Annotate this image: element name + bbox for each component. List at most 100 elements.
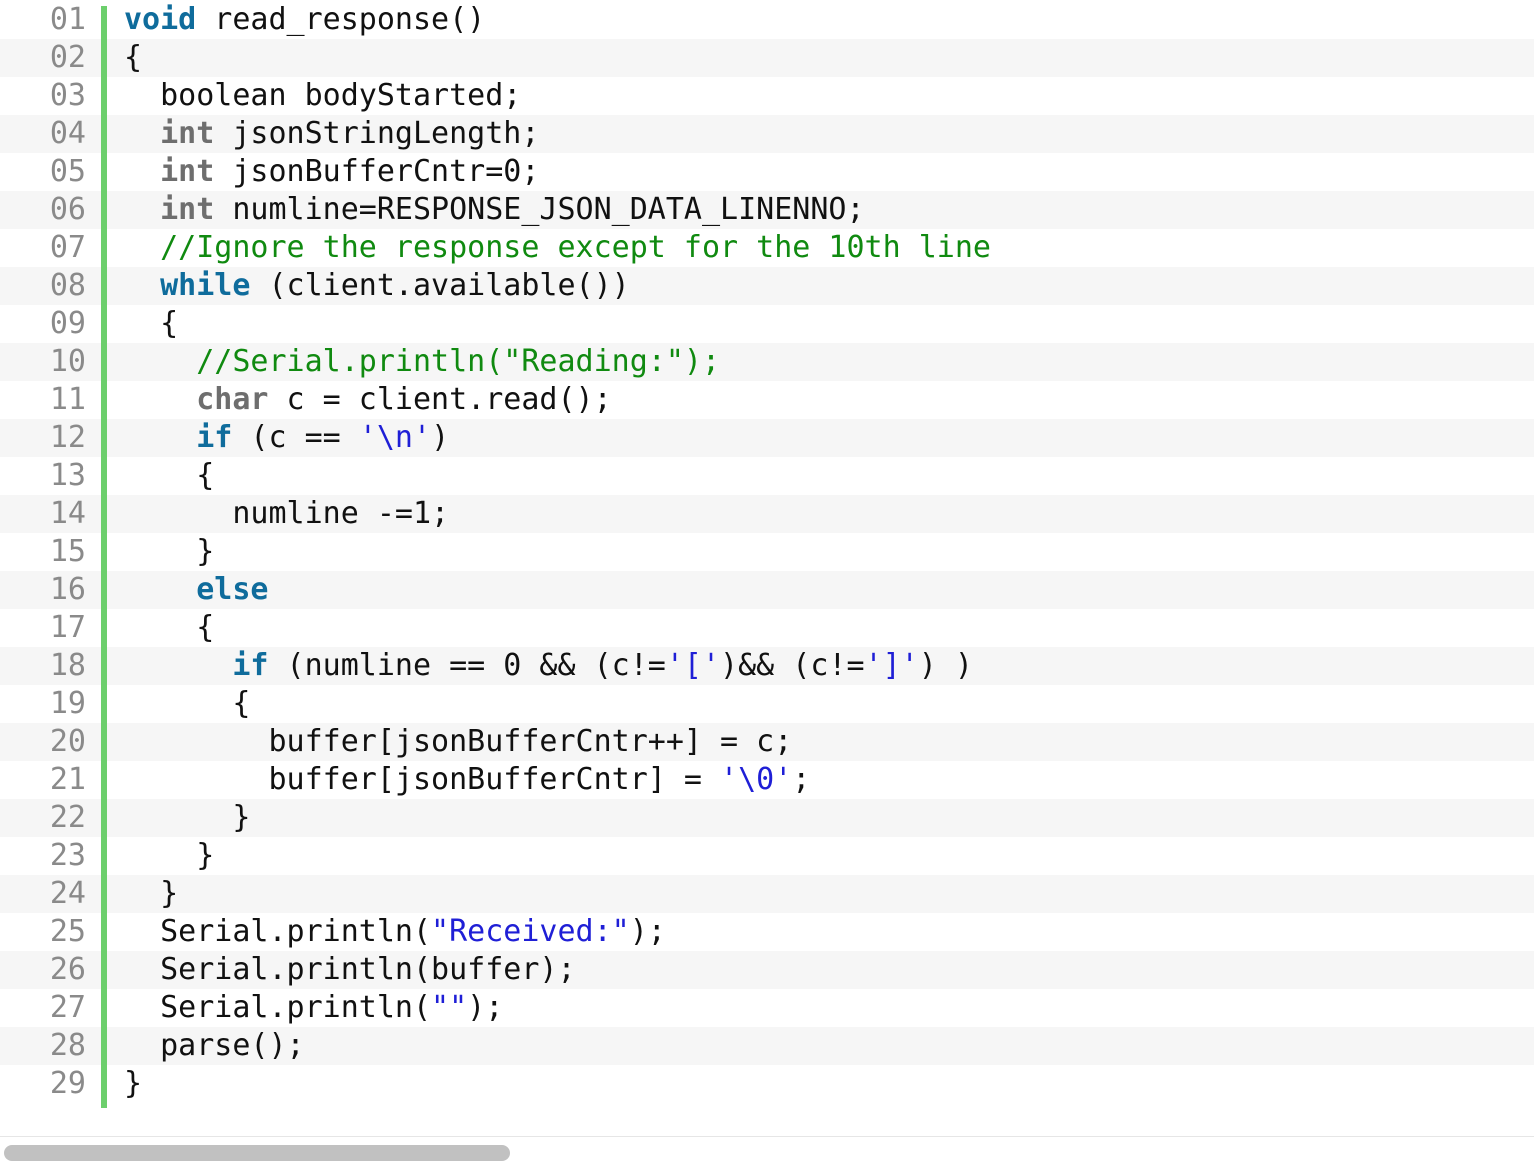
code-line: 18 if (numline == 0 && (c!='[')&& (c!=']…	[0, 647, 1534, 685]
line-number: 27	[49, 990, 86, 1025]
code-line: 04 int jsonStringLength;	[0, 115, 1534, 153]
code-line: 17 {	[0, 609, 1534, 647]
code-token: c = client.read();	[268, 382, 612, 417]
code-token: (c ==	[232, 420, 359, 455]
code-token: '\n'	[358, 420, 432, 455]
line-number: 19	[49, 686, 86, 721]
code-line: 24 }	[0, 875, 1534, 913]
code-line: 29}	[0, 1065, 1534, 1103]
code-text: {	[124, 457, 214, 495]
code-text: int jsonStringLength;	[124, 115, 539, 153]
code-token: ""	[431, 990, 468, 1025]
line-number: 14	[49, 496, 86, 531]
code-token: {	[124, 306, 179, 341]
code-token: Serial.println(buffer);	[124, 952, 576, 987]
line-number: 25	[49, 914, 86, 949]
code-token: )	[431, 420, 450, 455]
code-line: 02 {	[0, 39, 1534, 77]
code-text: int numline=RESPONSE_JSON_DATA_LINENNO;	[124, 191, 864, 229]
code-token: {	[124, 458, 215, 493]
code-text: }	[124, 837, 214, 875]
code-token: void	[124, 2, 197, 37]
code-line: 01 void read_response()	[0, 1, 1534, 39]
code-text: }	[124, 875, 178, 913]
code-token: {	[124, 40, 143, 75]
code-line: 03 boolean bodyStarted;	[0, 77, 1534, 115]
code-token	[124, 382, 196, 417]
code-line: 06 int numline=RESPONSE_JSON_DATA_LINENN…	[0, 191, 1534, 229]
line-number: 17	[49, 610, 86, 645]
line-number: 29	[49, 1066, 86, 1101]
code-token: ) )	[918, 648, 973, 683]
code-token: {	[124, 610, 215, 645]
line-number: 09	[49, 306, 86, 341]
line-number: 26	[49, 952, 86, 987]
code-lines: 01 void read_response() 02 {03 boolean body…	[0, 1, 1534, 1103]
code-line: 09 {	[0, 305, 1534, 343]
line-number: 08	[49, 268, 86, 303]
code-line: 26 Serial.println(buffer);	[0, 951, 1534, 989]
code-token: //Ignore the response except for the 10t…	[160, 230, 991, 265]
code-line: 28 parse();	[0, 1027, 1534, 1065]
code-text: //Serial.println("Reading:");	[124, 343, 720, 381]
code-text: if (numline == 0 && (c!='[')&& (c!=']') …	[124, 647, 973, 685]
code-text: {	[124, 685, 250, 723]
line-number: 13	[49, 458, 86, 493]
code-token: }	[124, 838, 215, 873]
code-token	[124, 268, 160, 303]
code-token: boolean bodyStarted;	[124, 78, 522, 113]
code-token: if	[232, 648, 269, 683]
code-token: {	[124, 686, 251, 721]
code-token	[124, 572, 196, 607]
code-text: int jsonBufferCntr=0;	[124, 153, 539, 191]
line-number: 16	[49, 572, 86, 607]
code-token: (client.available())	[250, 268, 630, 303]
line-number: 10	[49, 344, 86, 379]
line-number: 12	[49, 420, 86, 455]
line-number: 24	[49, 876, 86, 911]
line-number: 21	[49, 762, 86, 797]
line-number: 22	[49, 800, 86, 835]
code-text: void read_response()	[124, 1, 485, 39]
code-line: 13 {	[0, 457, 1534, 495]
code-line: 21 buffer[jsonBufferCntr] = '\0';	[0, 761, 1534, 799]
code-token	[124, 116, 160, 151]
code-line: 12 if (c == '\n')	[0, 419, 1534, 457]
code-token: numline -=1;	[124, 496, 450, 531]
code-token: parse();	[124, 1028, 305, 1063]
code-token: else	[196, 572, 269, 607]
code-line: 16 else	[0, 571, 1534, 609]
code-line: 23 }	[0, 837, 1534, 875]
horizontal-scrollbar-thumb[interactable]	[4, 1145, 510, 1161]
code-token: '['	[665, 648, 721, 683]
code-token: }	[124, 1066, 143, 1101]
line-number: 23	[49, 838, 86, 873]
horizontal-scrollbar[interactable]	[0, 1136, 1534, 1170]
code-text: {	[124, 39, 142, 77]
code-token	[124, 420, 196, 455]
code-text: {	[124, 609, 214, 647]
code-token: while	[160, 268, 251, 303]
code-token: Serial.println(	[124, 914, 432, 949]
code-line: 27 Serial.println("");	[0, 989, 1534, 1027]
gutter-highlight-bar	[101, 6, 107, 1108]
code-token: jsonStringLength;	[214, 116, 540, 151]
line-number: 02	[49, 40, 86, 75]
code-token	[124, 154, 160, 189]
code-text: buffer[jsonBufferCntr++] = c;	[124, 723, 792, 761]
line-number: 11	[49, 382, 86, 417]
line-number: 06	[49, 192, 86, 227]
code-line: 15 }	[0, 533, 1534, 571]
code-token: read_response()	[196, 2, 486, 37]
code-token: int	[160, 154, 215, 189]
code-token: }	[124, 800, 251, 835]
code-line: 07 //Ignore the response except for the …	[0, 229, 1534, 267]
code-line: 25 Serial.println("Received:");	[0, 913, 1534, 951]
code-line: 05 int jsonBufferCntr=0;	[0, 153, 1534, 191]
code-token: }	[124, 534, 215, 569]
code-token: jsonBufferCntr=0;	[214, 154, 540, 189]
line-number: 01	[49, 2, 86, 37]
code-line: 08 while (client.available())	[0, 267, 1534, 305]
code-line: 20 buffer[jsonBufferCntr++] = c;	[0, 723, 1534, 761]
